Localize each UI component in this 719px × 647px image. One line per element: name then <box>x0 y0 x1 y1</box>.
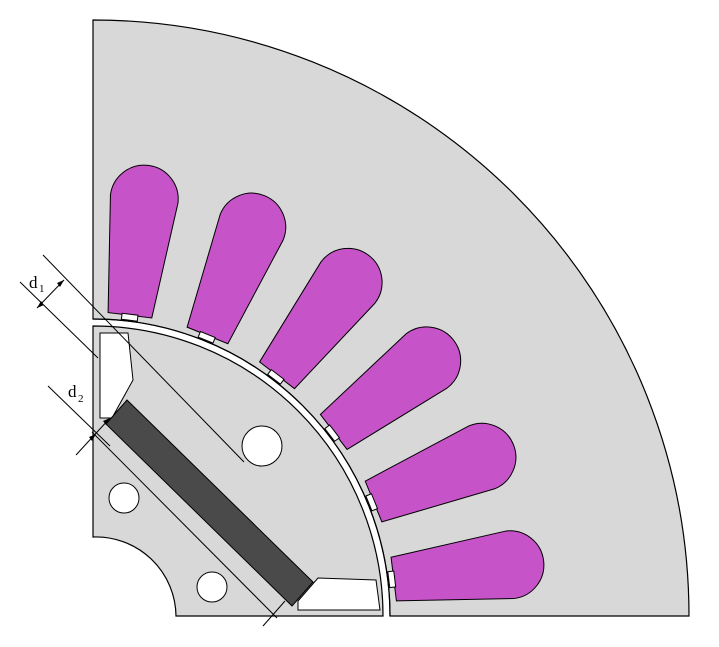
rotor-hole-left <box>108 482 140 514</box>
rotor-hole-bottom <box>196 571 228 603</box>
d2-extension-lower <box>91 431 278 619</box>
d1-label-sub: 1 <box>39 283 45 295</box>
d1-arrowhead-2 <box>37 301 44 308</box>
flux-barrier-upper <box>99 332 134 419</box>
d2-label-sub: 2 <box>78 393 84 405</box>
d1-arrowhead-1 <box>57 280 64 287</box>
stator-bore-edge <box>92 318 391 617</box>
slot-opening-6 <box>387 570 397 589</box>
stator-winding-4 <box>319 326 462 451</box>
stator-winding-2 <box>186 192 287 345</box>
d1-extension-outer <box>42 254 245 463</box>
d2-label: d <box>68 382 77 401</box>
rotor-core <box>92 325 384 617</box>
d2-arrowhead-1 <box>103 418 110 425</box>
stator-winding-1 <box>107 164 179 319</box>
d1-label: d <box>29 273 38 292</box>
rotor-hole-large <box>241 425 283 467</box>
stator-winding-5 <box>364 422 517 523</box>
d2-extension-outer <box>47 385 111 447</box>
stator-winding-3 <box>258 247 383 390</box>
dimension-d1: d 1 <box>19 254 245 463</box>
stator-winding-6 <box>390 530 545 602</box>
flux-barrier-lower <box>297 577 381 611</box>
slot-opening-4 <box>324 424 341 443</box>
permanent-magnet <box>105 399 314 607</box>
d2-end-tick <box>262 600 286 627</box>
slot-opening-3 <box>266 368 285 385</box>
d2-arrowhead-2 <box>89 434 96 441</box>
stator-slots <box>107 164 545 602</box>
slot-opening-5 <box>365 493 379 512</box>
slot-opening-2 <box>197 330 216 344</box>
d1-extension-inner <box>19 281 99 359</box>
slot-opening-1 <box>120 312 139 322</box>
dimension-d2: d 2 <box>47 382 286 627</box>
